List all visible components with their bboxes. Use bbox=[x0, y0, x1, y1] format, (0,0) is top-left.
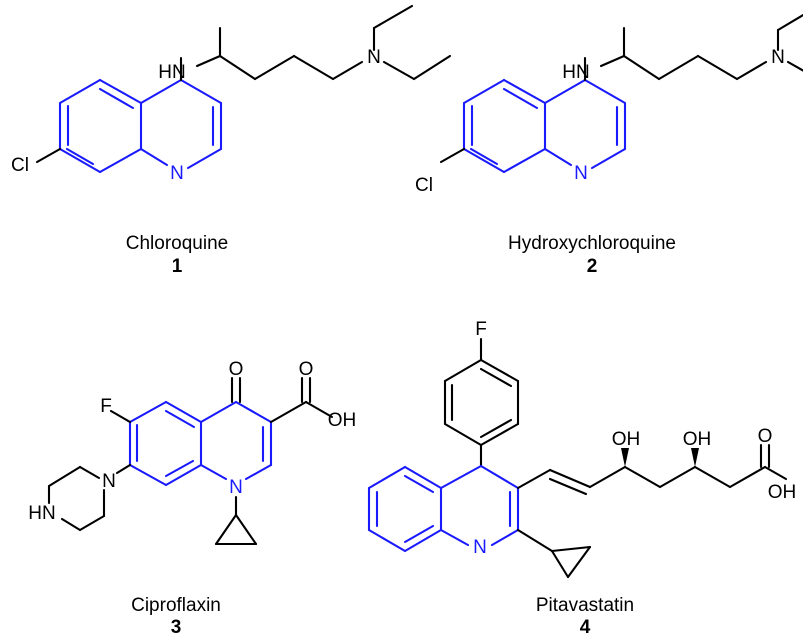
pitavastatin-oh2-label: OH bbox=[683, 429, 712, 450]
ciproflaxin-oh-label: OH bbox=[328, 410, 357, 431]
ciproflaxin-hn-label: HN bbox=[28, 503, 55, 524]
chloroquine-cl-label: Cl bbox=[11, 155, 29, 176]
chloroquine-quinoline-core bbox=[58, 78, 223, 174]
ciproflaxin-piperazine-n-label: N bbox=[102, 471, 116, 492]
pitavastatin-quinoline-core bbox=[367, 464, 520, 553]
pitavastatin-oh1-label: OH bbox=[612, 429, 641, 450]
pitavastatin-ring-n-label: N bbox=[473, 537, 487, 558]
ciproflaxin-name: Ciproflaxin bbox=[131, 595, 221, 616]
ciproflaxin-structure: O O OH F N N HN Ciproflaxin 3 bbox=[28, 359, 356, 637]
pitavastatin-f-label: F bbox=[475, 319, 487, 340]
pitavastatin-acid-oh-label: OH bbox=[768, 482, 797, 503]
ciproflaxin-ring-n-label: N bbox=[229, 477, 243, 498]
chloroquine-number: 1 bbox=[172, 256, 183, 277]
pitavastatin-name: Pitavastatin bbox=[536, 595, 634, 616]
hydroxychloroquine-ring-n-label: N bbox=[574, 163, 588, 184]
hydroxychloroquine-name: Hydroxychloroquine bbox=[508, 233, 676, 254]
ciproflaxin-acid-o-label: O bbox=[299, 359, 314, 380]
hydroxychloroquine-quinoline-core bbox=[462, 78, 627, 174]
ciproflaxin-keto-o-label: O bbox=[229, 359, 244, 380]
chloroquine-amine-n-label: N bbox=[367, 47, 381, 68]
pitavastatin-acid-o-label: O bbox=[758, 426, 773, 447]
chloroquine-nh-label: HN bbox=[158, 62, 185, 83]
hydroxychloroquine-structure: HN N OH N Cl Hydroxychloroquine 2 bbox=[415, 13, 803, 277]
ciproflaxin-quinoline-core bbox=[128, 400, 273, 487]
chloroquine-structure: HN N N Cl Chloroquine 1 bbox=[11, 4, 452, 277]
chloroquine-ring-n-label: N bbox=[170, 163, 184, 184]
hydroxychloroquine-number: 2 bbox=[587, 256, 598, 277]
ciproflaxin-f-label: F bbox=[100, 396, 112, 417]
pitavastatin-number: 4 bbox=[580, 617, 591, 637]
ciproflaxin-number: 3 bbox=[171, 617, 182, 637]
hydroxychloroquine-cl-label: Cl bbox=[415, 175, 433, 196]
hydroxychloroquine-nh-label: HN bbox=[562, 62, 589, 83]
pitavastatin-structure: F OH OH O OH N Pitavastatin 4 bbox=[367, 319, 797, 637]
chloroquine-name: Chloroquine bbox=[126, 233, 228, 254]
hydroxychloroquine-amine-n-label: N bbox=[771, 47, 785, 68]
